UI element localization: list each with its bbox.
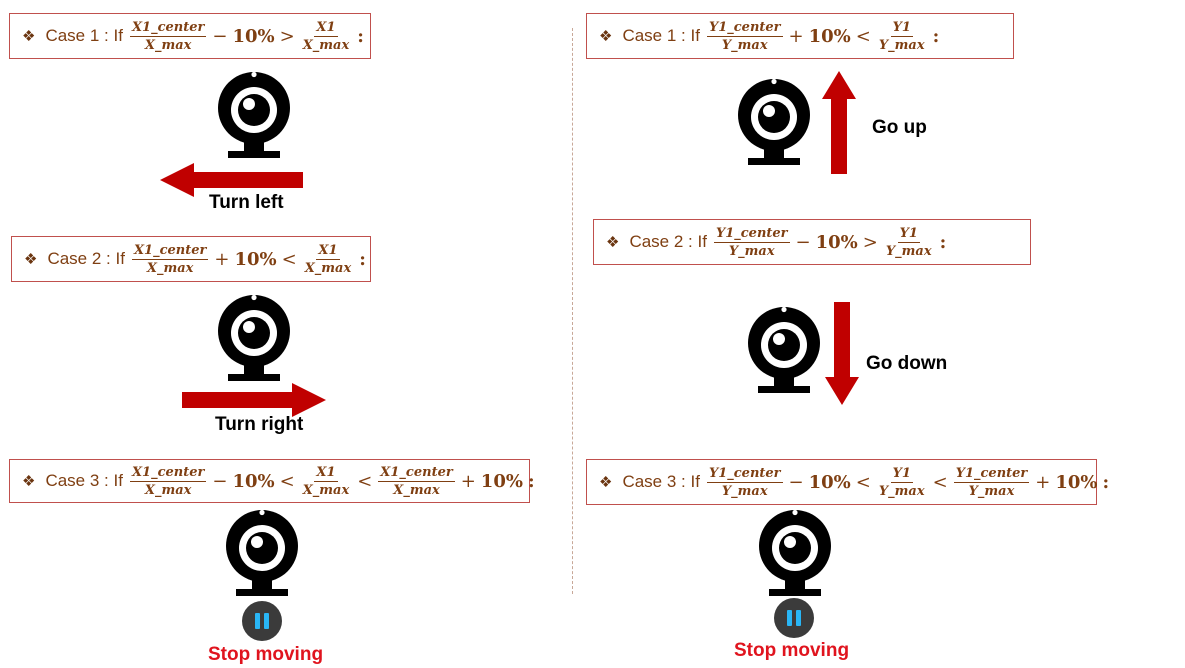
diamond-bullet-icon: ❖: [22, 28, 36, 45]
percent: 10%: [232, 25, 275, 47]
webcam-icon: [734, 77, 814, 167]
operator: <: [855, 25, 871, 47]
operator: <: [855, 471, 871, 493]
percent: 10%: [808, 25, 851, 47]
case-label: Case 2 : If: [629, 232, 707, 251]
operator: −: [212, 470, 228, 492]
webcam-icon: [755, 508, 835, 598]
diamond-bullet-icon: ❖: [24, 251, 38, 268]
operator: <: [932, 471, 948, 493]
pause-icon: [774, 598, 814, 638]
up-arrow-icon: [822, 71, 856, 174]
case-label: Case 3 : If: [622, 472, 700, 491]
diamond-bullet-icon: ❖: [599, 474, 613, 491]
operator: <: [281, 248, 297, 270]
caption-go-down: Go down: [866, 353, 948, 374]
case-label: Case 3 : If: [45, 471, 123, 490]
webcam-icon: [214, 293, 294, 383]
operator: −: [795, 231, 811, 253]
right-arrow-icon: [182, 383, 326, 417]
caption-stop-moving: Stop moving: [208, 644, 324, 665]
operator: >: [862, 231, 878, 253]
operator: <: [279, 470, 295, 492]
caption-turn-right: Turn right: [215, 414, 304, 435]
operator: −: [212, 25, 228, 47]
caption-stop-moving: Stop moving: [734, 640, 850, 661]
case-label: Case 1 : If: [45, 26, 123, 45]
percent: 10%: [815, 231, 858, 253]
pause-icon: [242, 601, 282, 641]
webcam-icon: [214, 70, 294, 160]
diamond-bullet-icon: ❖: [22, 473, 36, 490]
diamond-bullet-icon: ❖: [606, 234, 620, 251]
colon: :: [359, 248, 366, 270]
left-arrow-icon: [160, 163, 303, 197]
column-divider: [572, 28, 573, 594]
colon: :: [527, 470, 535, 492]
caption-go-up: Go up: [872, 117, 927, 138]
case-label: Case 1 : If: [622, 26, 700, 45]
operator: +: [460, 470, 476, 492]
operator: >: [279, 25, 295, 47]
down-arrow-icon: [825, 302, 859, 405]
case-label: Case 2 : If: [47, 249, 125, 268]
percent: 10%: [808, 471, 851, 493]
percent: 10%: [480, 470, 523, 492]
percent: 10%: [232, 470, 275, 492]
caption-turn-left: Turn left: [209, 192, 284, 213]
colon: :: [357, 25, 364, 47]
colon: :: [939, 231, 947, 253]
operator: +: [788, 25, 804, 47]
operator: −: [788, 471, 804, 493]
operator: +: [1035, 471, 1051, 493]
operator: +: [214, 248, 230, 270]
operator: <: [357, 470, 373, 492]
webcam-icon: [222, 508, 302, 598]
webcam-icon: [744, 305, 824, 395]
diamond-bullet-icon: ❖: [599, 28, 613, 45]
colon: :: [932, 25, 940, 47]
colon: :: [1102, 471, 1110, 493]
percent: 10%: [1055, 471, 1098, 493]
percent: 10%: [234, 248, 277, 270]
